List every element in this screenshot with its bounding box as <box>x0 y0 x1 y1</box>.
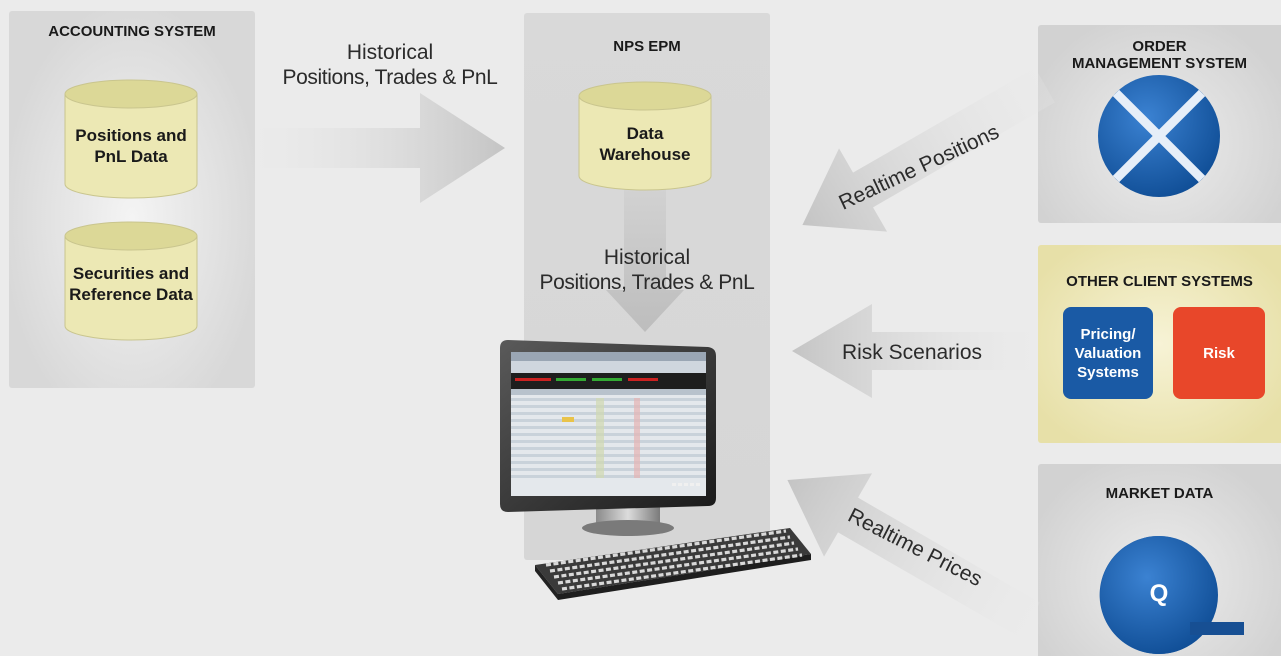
historical-arrow-down <box>606 188 684 332</box>
historical-mid-line2: Positions, Trades & PnL <box>539 271 755 294</box>
securities-reference-database: Securities and Reference Data <box>63 220 199 342</box>
data-warehouse-database: Data Warehouse <box>577 80 713 192</box>
oms-title-line2: MANAGEMENT SYSTEM <box>1071 55 1247 72</box>
realtime-prices-arrow <box>787 473 1040 638</box>
historical-top-line2: Positions, Trades & PnL <box>282 66 498 89</box>
market-data-title: MARKET DATA <box>1105 485 1214 502</box>
pricing-line1: Pricing/ <box>1080 325 1136 343</box>
oms-logo-icon <box>1098 75 1220 197</box>
market-logo-letter: Q <box>1149 580 1169 607</box>
pricing-valuation-box: Pricing/ Valuation Systems <box>1063 307 1153 399</box>
risk-box: Risk <box>1173 307 1265 399</box>
pricing-line3: Systems <box>1077 363 1139 381</box>
market-data-logo-icon <box>1099 535 1244 654</box>
historical-mid-label: Historical Positions, Trades & PnL <box>519 245 775 295</box>
historical-top-line1: Historical <box>346 41 434 64</box>
positions-pnl-database: Positions and PnL Data <box>63 78 199 200</box>
historical-arrow-right <box>258 93 505 203</box>
positions-pnl-label-line2: PnL Data <box>94 147 168 166</box>
positions-pnl-label-line1: Positions and <box>75 126 187 145</box>
historical-mid-line1: Historical <box>603 246 691 269</box>
order-management-title: ORDER MANAGEMENT SYSTEM <box>1038 38 1281 72</box>
risk-scenarios-arrow <box>792 304 1032 398</box>
oms-title-line1: ORDER <box>1132 38 1187 55</box>
nps-epm-title: NPS EPM <box>613 38 681 55</box>
securities-label-line1: Securities and <box>72 264 190 283</box>
database-cylinder-icon <box>64 79 198 199</box>
realtime-positions-arrow <box>802 67 1055 232</box>
risk-label: Risk <box>1203 344 1235 362</box>
other-client-systems-title: OTHER CLIENT SYSTEMS <box>1066 273 1253 290</box>
historical-top-label: Historical Positions, Trades & PnL <box>262 40 518 90</box>
warehouse-label-line1: Data <box>626 124 664 143</box>
securities-label-line2: Reference Data <box>69 285 193 304</box>
warehouse-label-line2: Warehouse <box>599 145 691 164</box>
risk-scenarios-label: Risk Scenarios <box>841 341 983 364</box>
accounting-system-title: ACCOUNTING SYSTEM <box>48 23 216 40</box>
database-cylinder-icon <box>64 221 198 341</box>
keyboard-icon <box>535 528 811 600</box>
pricing-line2: Valuation <box>1074 344 1142 362</box>
database-cylinder-icon <box>578 81 712 191</box>
computer-monitor-icon <box>500 340 716 536</box>
